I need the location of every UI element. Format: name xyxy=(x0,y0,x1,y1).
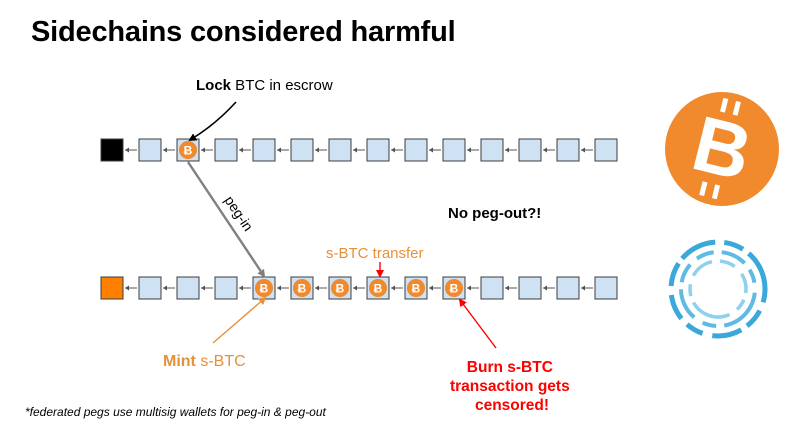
block xyxy=(252,138,276,162)
lock-label: Lock BTC in escrow xyxy=(196,77,333,94)
block-link-arrowhead xyxy=(315,147,319,153)
block xyxy=(138,276,162,300)
block-link-arrowhead xyxy=(277,285,281,291)
block xyxy=(366,138,390,162)
peg-in-label: peg-in xyxy=(222,193,257,234)
no-peg-out-label: No peg-out?! xyxy=(448,205,541,222)
burn-label: Burn s-BTC transaction gets censored! xyxy=(450,359,574,414)
block xyxy=(556,138,580,162)
block-link-arrowhead xyxy=(505,285,509,291)
genesis-block xyxy=(100,138,124,162)
block xyxy=(518,138,542,162)
svg-text:Ƀ: Ƀ xyxy=(260,282,269,296)
bitcoin-coin-icon: Ƀ xyxy=(179,141,197,159)
mint-arrow xyxy=(212,296,267,344)
block-link-arrowhead xyxy=(277,147,281,153)
block-link-arrowhead xyxy=(467,285,471,291)
svg-text:Ƀ: Ƀ xyxy=(336,282,345,296)
block-link-arrowhead xyxy=(581,147,585,153)
block-link-arrowhead xyxy=(201,285,205,291)
block xyxy=(328,138,352,162)
genesis-block xyxy=(100,276,124,300)
block-link-arrowhead xyxy=(391,285,395,291)
block xyxy=(594,138,618,162)
svg-text:Ƀ: Ƀ xyxy=(450,282,459,296)
main-chain: Ƀ xyxy=(100,138,618,162)
block-link-arrowhead xyxy=(543,285,547,291)
block-link-arrowhead xyxy=(429,285,433,291)
block-link-arrowhead xyxy=(125,147,129,153)
block xyxy=(290,138,314,162)
block xyxy=(214,276,238,300)
block-link-arrowhead xyxy=(239,285,243,291)
footnote: *federated pegs use multisig wallets for… xyxy=(25,405,327,419)
svg-text:Ƀ: Ƀ xyxy=(374,282,383,296)
block-link-arrowhead xyxy=(543,147,547,153)
block-link-arrowhead xyxy=(201,147,205,153)
block xyxy=(480,276,504,300)
lock-arrow xyxy=(188,101,237,142)
mint-label: Mint s-BTC xyxy=(163,353,246,370)
block xyxy=(214,138,238,162)
block xyxy=(404,138,428,162)
bitcoin-coin-icon: Ƀ xyxy=(293,279,311,297)
svg-text:Ƀ: Ƀ xyxy=(298,282,307,296)
block xyxy=(138,138,162,162)
block xyxy=(518,276,542,300)
block xyxy=(594,276,618,300)
block-link-arrowhead xyxy=(163,285,167,291)
bitcoin-coin-icon: Ƀ xyxy=(445,279,463,297)
block-link-arrowhead xyxy=(429,147,433,153)
bitcoin-coin-icon: Ƀ xyxy=(331,279,349,297)
block-link-arrowhead xyxy=(353,147,357,153)
bitcoin-logo-icon: B xyxy=(665,92,779,206)
block-link-arrowhead xyxy=(125,285,129,291)
block-link-arrowhead xyxy=(391,147,395,153)
svg-text:Ƀ: Ƀ xyxy=(412,282,421,296)
block-link-arrowhead xyxy=(353,285,357,291)
block-link-arrowhead xyxy=(505,147,509,153)
block-link-arrowhead xyxy=(581,285,585,291)
bitcoin-coin-icon: Ƀ xyxy=(369,279,387,297)
dashed-circles-sidechain-logo-icon xyxy=(668,239,768,339)
block xyxy=(176,276,200,300)
peg-in-arrow xyxy=(187,161,266,278)
block-link-arrowhead xyxy=(467,147,471,153)
block-link-arrowhead xyxy=(239,147,243,153)
burn-arrow xyxy=(458,298,497,349)
bitcoin-coin-icon: Ƀ xyxy=(255,279,273,297)
block xyxy=(442,138,466,162)
slide-title: Sidechains considered harmful xyxy=(31,16,456,48)
block-link-arrowhead xyxy=(315,285,319,291)
block-link-arrowhead xyxy=(163,147,167,153)
block xyxy=(480,138,504,162)
sbtc-transfer-label: s-BTC transfer xyxy=(326,245,424,262)
svg-text:Ƀ: Ƀ xyxy=(184,144,193,158)
bitcoin-coin-icon: Ƀ xyxy=(407,279,425,297)
block xyxy=(556,276,580,300)
